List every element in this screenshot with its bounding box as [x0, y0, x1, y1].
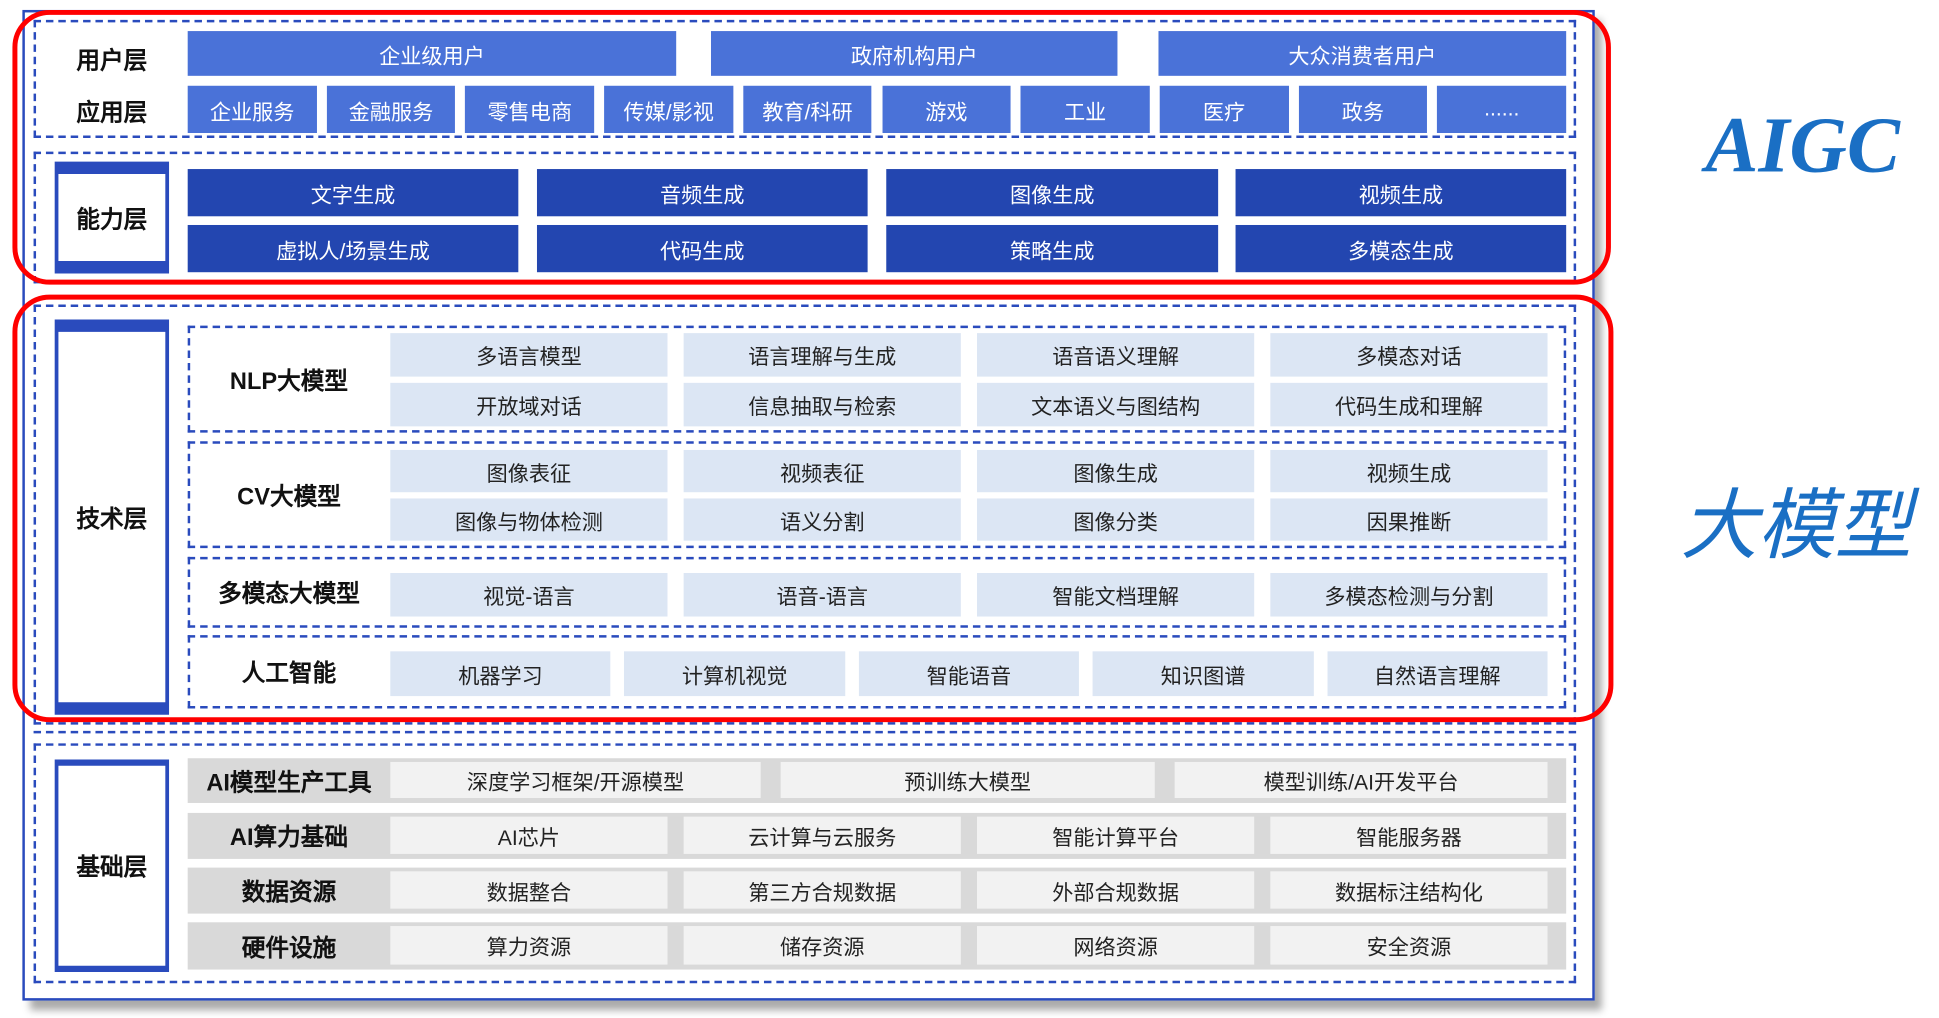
model-capability-cell: 多语言模型: [390, 333, 668, 377]
model-group-frame: [187, 441, 1567, 549]
technology-layer-label: 技术层: [54, 319, 170, 715]
model-capability-cell: 自然语言理解: [1327, 651, 1548, 697]
foundation-cell: 智能计算平台: [976, 816, 1255, 854]
model-group-frame: [187, 635, 1567, 709]
model-capability-cell: 图像表征: [390, 449, 668, 493]
foundation-row-label: AI模型生产工具: [206, 770, 372, 797]
foundation-cell: 云计算与云服务: [683, 816, 961, 854]
model-group-label: CV大模型: [237, 484, 341, 511]
capability-box: 文字生成: [187, 169, 519, 217]
model-capability-cell: 多模态检测与分割: [1270, 573, 1548, 617]
application-box: 政务: [1298, 85, 1428, 134]
capability-box: 虚拟人/场景生成: [187, 224, 519, 273]
foundation-layer-label: 基础层: [54, 759, 170, 973]
user-type-box: 政府机构用户: [710, 31, 1118, 76]
model-capability-cell: 图像分类: [976, 498, 1255, 541]
model-capability-cell: 文本语义与图结构: [976, 382, 1255, 427]
model-capability-cell: 因果推断: [1270, 498, 1548, 541]
capability-box: 代码生成: [536, 224, 868, 273]
model-capability-cell: 图像生成: [976, 449, 1255, 493]
foundation-row-label: AI算力基础: [229, 825, 349, 852]
foundation-cell: 网络资源: [976, 926, 1255, 965]
user-layer-label: 用户层: [76, 47, 148, 74]
technology-section: [33, 304, 1577, 725]
capability-box: 图像生成: [886, 169, 1219, 217]
user-app-section: [33, 19, 1577, 138]
model-capability-cell: 智能语音: [858, 651, 1080, 697]
capability-box: 视频生成: [1235, 169, 1567, 217]
model-capability-cell: 语言理解与生成: [683, 333, 961, 377]
foundation-cell: 外部合规数据: [976, 871, 1255, 909]
model-capability-cell: 语音语义理解: [976, 333, 1255, 377]
foundation-cell: 预训练大模型: [780, 761, 1155, 799]
large-model-label: 大模型: [1680, 484, 1912, 570]
model-capability-cell: 代码生成和理解: [1270, 382, 1548, 427]
foundation-section: [33, 743, 1577, 984]
application-box: 零售电商: [465, 85, 595, 134]
model-group-label: 人工智能: [241, 661, 337, 688]
model-capability-cell: 语义分割: [683, 498, 961, 541]
foundation-cell: 深度学习框架/开源模型: [390, 761, 761, 799]
foundation-row-label: 硬件设施: [241, 935, 337, 962]
capability-layer-label: 能力层: [54, 161, 170, 274]
model-capability-cell: 视频生成: [1270, 449, 1548, 493]
application-box: ......: [1437, 85, 1567, 134]
foundation-row-label: 数据资源: [241, 880, 337, 907]
foundation-cell: 模型训练/AI开发平台: [1174, 761, 1548, 799]
foundation-cell: 数据标注结构化: [1270, 871, 1548, 909]
application-box: 传媒/影视: [604, 85, 734, 134]
model-capability-cell: 信息抽取与检索: [683, 382, 961, 427]
section-divider: [33, 730, 1577, 734]
model-capability-cell: 语音-语言: [683, 573, 961, 617]
application-box: 工业: [1020, 85, 1150, 134]
capability-box: 多模态生成: [1235, 224, 1567, 273]
application-box: 医疗: [1159, 85, 1289, 134]
capability-box: 音频生成: [536, 169, 868, 217]
application-layer-label: 应用层: [76, 100, 148, 127]
model-capability-cell: 知识图谱: [1092, 651, 1314, 697]
model-capability-cell: 视频表征: [683, 449, 961, 493]
capability-box: 策略生成: [886, 224, 1219, 273]
user-type-box: 企业级用户: [187, 31, 677, 76]
application-box: 游戏: [881, 85, 1011, 134]
model-capability-cell: 开放域对话: [390, 382, 668, 427]
application-box: 企业服务: [187, 85, 317, 134]
model-group-label: 多模态大模型: [218, 581, 360, 608]
model-capability-cell: 计算机视觉: [624, 651, 845, 697]
model-group-label: NLP大模型: [229, 368, 349, 395]
foundation-cell: 智能服务器: [1270, 816, 1548, 854]
model-capability-cell: 多模态对话: [1270, 333, 1548, 377]
aigc-label: AIGC: [1705, 100, 1900, 189]
model-capability-cell: 视觉-语言: [390, 573, 668, 617]
application-box: 金融服务: [326, 85, 456, 134]
model-capability-cell: 机器学习: [390, 651, 611, 697]
large-model-highlight: [12, 294, 1614, 723]
model-capability-cell: 智能文档理解: [976, 573, 1255, 617]
model-group-frame: [187, 556, 1567, 628]
foundation-cell: AI芯片: [390, 816, 668, 854]
user-type-box: 大众消费者用户: [1158, 31, 1567, 76]
foundation-cell: 数据整合: [390, 871, 668, 909]
foundation-cell: 第三方合规数据: [683, 871, 961, 909]
application-box: 教育/科研: [743, 85, 872, 134]
model-group-frame: [187, 325, 1567, 433]
foundation-cell: 储存资源: [683, 926, 961, 965]
foundation-cell: 算力资源: [390, 926, 668, 965]
aigc-highlight: [12, 9, 1611, 285]
foundation-cell: 安全资源: [1270, 926, 1548, 965]
model-capability-cell: 图像与物体检测: [390, 498, 668, 541]
